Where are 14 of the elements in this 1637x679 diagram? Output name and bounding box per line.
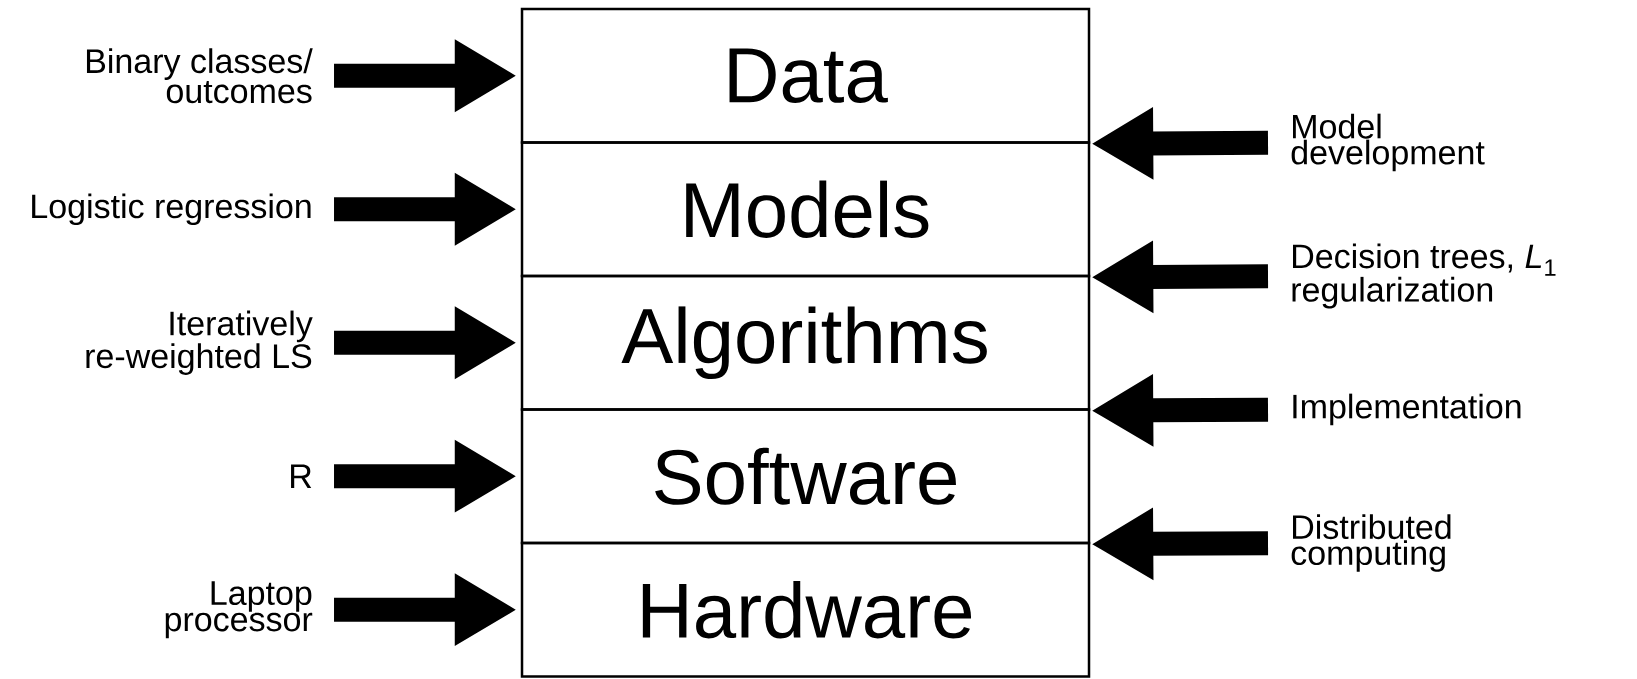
layer-box: Software	[520, 408, 1091, 545]
step-label: Distributed computing	[1291, 514, 1451, 572]
input-label: R	[291, 464, 312, 488]
layer-box: Models	[520, 141, 1091, 278]
input-label: Binary classes/ outcomes	[86, 48, 313, 104]
input-label: Iteratively re-weighted LS	[86, 310, 313, 375]
step-label: Implementation	[1293, 393, 1521, 426]
layer-box: Hardware	[520, 541, 1091, 678]
layer-box: Data	[520, 7, 1091, 144]
input-label: Logistic regression	[32, 193, 311, 226]
input-label: Laptop processor	[165, 581, 313, 639]
layer-box: Algorithms	[520, 274, 1091, 411]
step-label: Decision trees, L$_{1}$ regularization	[1292, 243, 1556, 309]
step-label: Model development	[1291, 113, 1485, 172]
